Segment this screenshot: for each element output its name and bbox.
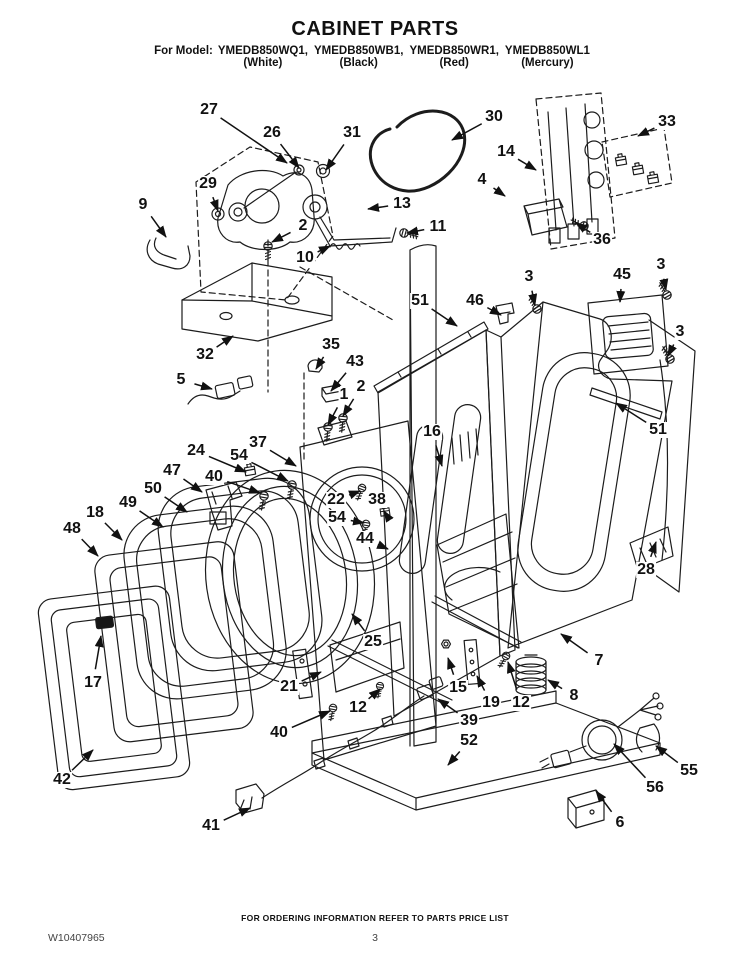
door-stack-art <box>37 477 323 791</box>
callout-arrow-3-17 <box>667 344 677 357</box>
callout-arrow-4-12 <box>493 186 506 197</box>
callout-arrow-15-46 <box>447 657 456 675</box>
callout-arrow-26-1 <box>279 143 300 169</box>
callout-arrow-33-4 <box>637 127 655 137</box>
callout-arrow-14-5 <box>517 158 537 171</box>
callout-arrow-41-55 <box>223 807 251 821</box>
callout-arrow-13-8 <box>367 202 389 212</box>
callout-arrow-2-9 <box>271 231 291 243</box>
model-col-0: YMEDB850WQ1,(White) <box>218 45 308 69</box>
callout-arrow-29-7 <box>209 196 219 212</box>
callout-arrow-55-56 <box>655 745 679 764</box>
callout-arrow-32-21 <box>216 335 234 348</box>
callout-arrow-17-44 <box>94 635 104 670</box>
model-code: YMEDB850WB1, <box>313 45 404 57</box>
callout-arrow-37-28 <box>269 449 297 467</box>
model-list: YMEDB850WQ1,(White)YMEDB850WB1,(Black)YM… <box>218 45 596 69</box>
callout-arrow-21-45 <box>301 671 322 682</box>
bulkhead-art <box>292 244 437 761</box>
callout-arrow-27-0 <box>220 117 288 164</box>
callout-arrow-39-51 <box>437 698 459 714</box>
callout-arrow-40-53 <box>291 710 331 729</box>
model-code: YMEDB850WL1 <box>504 45 590 57</box>
page-title: CABINET PARTS <box>291 18 459 40</box>
callout-arrow-51-18 <box>431 308 458 327</box>
model-color: (Mercury) <box>521 57 574 69</box>
model-color: (Red) <box>439 57 469 69</box>
callout-arrow-28-41 <box>648 541 657 558</box>
model-col-2: YMEDB850WR1,(Red) <box>409 45 498 69</box>
callout-arrow-2-26 <box>342 398 355 417</box>
callout-arrow-12-49 <box>507 661 518 690</box>
callout-arrow-50-33 <box>164 496 188 513</box>
callout-arrow-40-32 <box>226 480 261 494</box>
callout-arrow-38-38 <box>383 510 394 523</box>
callout-arrow-layer <box>71 117 679 821</box>
callout-arrow-11-10 <box>406 226 425 236</box>
callout-arrow-10-11 <box>317 245 331 255</box>
callout-arrow-52-52 <box>447 751 461 766</box>
document-number: W10407965 <box>48 932 105 944</box>
callout-arrow-24-29 <box>208 455 247 473</box>
callout-arrow-44-40 <box>376 540 389 550</box>
cabinet-shell-art <box>373 280 696 717</box>
model-col-1: YMEDB850WB1,(Black) <box>314 45 403 69</box>
heater-panel-art <box>523 92 673 250</box>
callout-arrow-16-27 <box>434 445 444 467</box>
model-color: (White) <box>243 57 283 69</box>
callout-arrow-9-6 <box>150 215 167 238</box>
model-col-3: YMEDB850WL1(Mercury) <box>505 45 590 69</box>
callout-arrow-46-19 <box>486 305 502 316</box>
page-number: 3 <box>372 932 378 944</box>
callout-arrow-18-35 <box>104 522 123 541</box>
callout-arrow-7-43 <box>560 633 589 654</box>
callout-arrow-5-22 <box>194 381 213 391</box>
belt-art <box>368 109 467 193</box>
callout-arrow-56-57 <box>613 743 647 779</box>
callout-arrow-51-20 <box>615 402 647 424</box>
model-color: (Black) <box>339 57 378 69</box>
callout-arrow-35-23 <box>315 356 326 370</box>
model-prefix-label: For Model: <box>154 45 213 57</box>
callout-arrow-49-34 <box>139 510 164 528</box>
callout-arrow-31-2 <box>325 144 345 171</box>
callout-arrow-54-30 <box>251 461 289 482</box>
callout-arrow-3-14 <box>528 290 538 306</box>
callout-arrow-54-39 <box>350 516 365 526</box>
callout-arrow-25-42 <box>351 613 366 632</box>
model-line: For Model: YMEDB850WQ1,(White)YMEDB850WB… <box>0 45 750 69</box>
callout-arrow-42-54 <box>71 749 94 771</box>
model-code: YMEDB850WQ1, <box>217 45 308 57</box>
callout-arrow-1-25 <box>327 406 339 426</box>
model-code: YMEDB850WR1, <box>409 45 499 57</box>
callout-arrow-19-47 <box>476 675 487 691</box>
callout-arrow-8-48 <box>547 679 563 690</box>
door-ring-art <box>204 462 376 685</box>
callout-arrow-43-24 <box>330 372 347 392</box>
callout-arrow-36-13 <box>575 222 591 233</box>
callout-arrow-22-37 <box>348 490 361 500</box>
callout-arrow-47-31 <box>183 478 203 493</box>
ordering-note: FOR ORDERING INFORMATION REFER TO PARTS … <box>241 913 509 923</box>
callout-arrow-6-58 <box>595 790 613 813</box>
callout-arrow-45-15 <box>616 288 626 303</box>
callout-arrow-12-50 <box>368 688 381 700</box>
base-hardware-art <box>235 595 664 829</box>
callout-arrow-3-16 <box>659 278 669 291</box>
callout-arrow-30-3 <box>451 123 483 141</box>
callout-arrow-48-36 <box>81 538 99 557</box>
motor-assembly-art <box>146 146 420 301</box>
base-bracket-art <box>181 239 394 463</box>
